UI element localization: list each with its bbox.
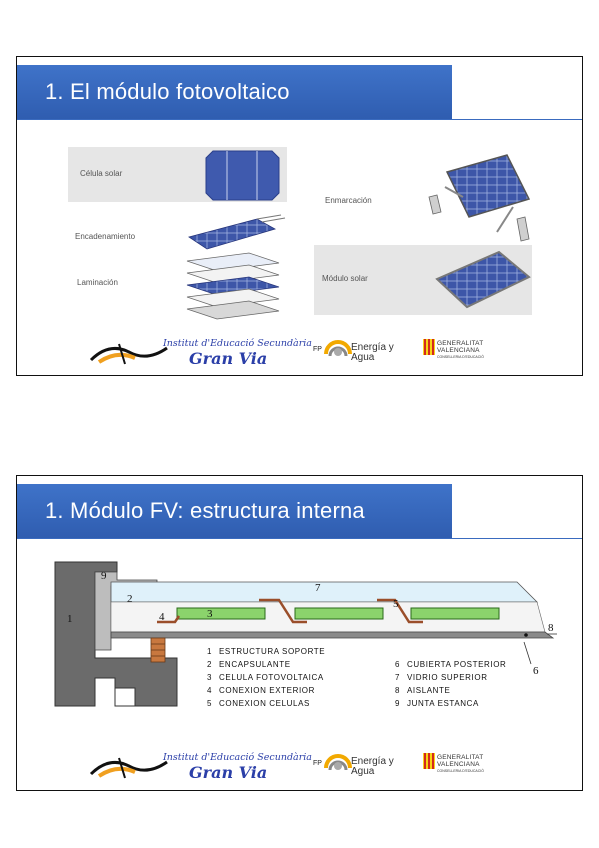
- legend-text-4: CONEXION EXTERIOR: [219, 686, 315, 695]
- legend-num-3: 3: [207, 673, 212, 682]
- school-logo-icon: [89, 343, 168, 365]
- slide-modulo-fotovoltaico: 1. El módulo fotovoltaico Célula solar E…: [16, 56, 583, 376]
- num-2: 2: [127, 593, 133, 605]
- label-celula: Célula solar: [80, 169, 123, 178]
- school-logo-icon: [89, 757, 168, 779]
- slide-estructura-interna: 1. Módulo FV: estructura interna 1: [16, 475, 583, 791]
- legend-text-9: JUNTA ESTANCA: [407, 699, 479, 708]
- title-underline: [17, 119, 582, 120]
- legend-text-6: CUBIERTA POSTERIOR: [407, 660, 506, 669]
- solar-module-icon: [435, 250, 531, 309]
- cubierta-posterior: [110, 631, 555, 639]
- solar-cell-icon: [205, 150, 280, 201]
- legend-text-3: CELULA FOTOVOLTAICA: [219, 673, 324, 682]
- num-8: 8: [548, 622, 554, 634]
- school-name-line2: Gran Via: [189, 763, 268, 782]
- cell-string-icon: [188, 214, 286, 250]
- module-cross-section-figure: 1 2 3 4 5 6 7 8 9 1 ESTRUCTURA SOPORTE 2…: [54, 561, 557, 708]
- legend-num-8: 8: [395, 686, 400, 695]
- num-9: 9: [101, 570, 107, 582]
- energia-logo-icon: [324, 754, 352, 771]
- legend-num-6: 6: [395, 660, 400, 669]
- legend-num-7: 7: [395, 673, 400, 682]
- legend-num-2: 2: [207, 660, 212, 669]
- num-3: 3: [207, 608, 213, 620]
- label-encadenamiento: Encadenamiento: [75, 232, 136, 241]
- school-name-line2: Gran Via: [189, 349, 268, 368]
- slide-title: 1. El módulo fotovoltaico: [17, 65, 452, 119]
- vidrio-superior: [110, 581, 538, 603]
- legend-num-5: 5: [207, 699, 212, 708]
- module-assembly-figure: Célula solar Encadenamiento Laminación E…: [68, 147, 532, 320]
- legend-text-8: AISLANTE: [407, 686, 450, 695]
- energia-logo-icon: [324, 340, 352, 357]
- fp-label: FP: [313, 760, 322, 767]
- generalitat-label: GENERALITAT VALENCIANA CONSELLERIA D'EDU…: [437, 754, 484, 773]
- legend-text-5: CONEXION CELULAS: [219, 699, 310, 708]
- generalitat-label: GENERALITAT VALENCIANA CONSELLERIA D'EDU…: [437, 340, 484, 359]
- generalitat-flag-icon: [423, 753, 435, 769]
- slide-title: 1. Módulo FV: estructura interna: [17, 484, 452, 538]
- framing-icon: [428, 154, 531, 242]
- num-7: 7: [315, 582, 321, 594]
- school-name-line1: Institut d'Educació Secundària: [163, 752, 312, 763]
- legend-text-1: ESTRUCTURA SOPORTE: [219, 647, 325, 656]
- fp-label: FP: [313, 346, 322, 353]
- num-6: 6: [533, 665, 539, 677]
- lamination-layers-icon: [186, 252, 280, 320]
- energia-label: Energía y Agua: [351, 756, 394, 777]
- legend-num-1: 1: [207, 647, 212, 656]
- num-1: 1: [67, 613, 73, 625]
- legend-num-9: 9: [395, 699, 400, 708]
- num-5: 5: [393, 598, 399, 610]
- slide-footer: Institut d'Educació Secundària Gran Via …: [17, 746, 582, 786]
- title-underline: [17, 538, 582, 539]
- generalitat-flag-icon: [423, 339, 435, 355]
- legend-text-2: ENCAPSULANTE: [219, 660, 291, 669]
- label-modulo: Módulo solar: [322, 274, 368, 283]
- energia-label: Energía y Agua: [351, 342, 394, 363]
- slide-footer: Institut d'Educació Secundària Gran Via …: [17, 332, 582, 372]
- school-name-line1: Institut d'Educació Secundària: [163, 338, 312, 349]
- num-4: 4: [159, 611, 165, 623]
- legend-num-4: 4: [207, 686, 212, 695]
- label-laminacion: Laminación: [77, 278, 118, 287]
- label-enmarcacion: Enmarcación: [325, 196, 372, 205]
- legend-text-7: VIDRIO SUPERIOR: [407, 673, 488, 682]
